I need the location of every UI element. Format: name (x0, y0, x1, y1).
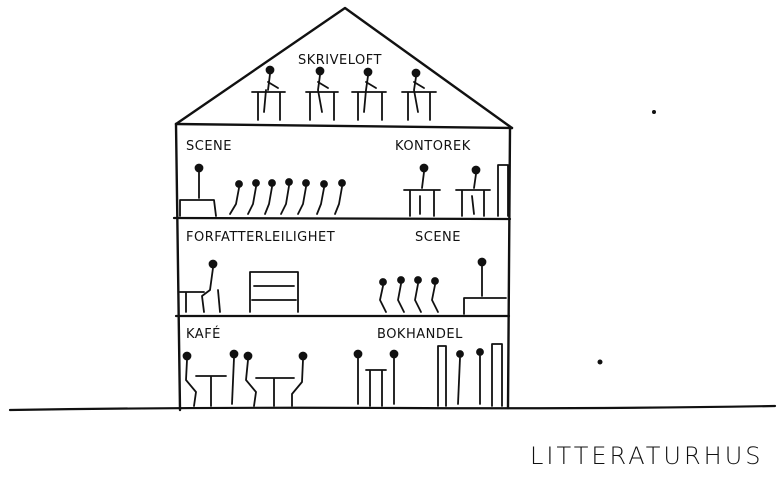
office-desk-figures (404, 165, 508, 217)
office-label: KONTOREK (395, 139, 471, 154)
writing-desk-figures (252, 67, 436, 121)
bookshop-label: BOKHANDEL (377, 327, 463, 342)
stage-label-middle: SCENE (415, 230, 461, 245)
ground-line (10, 406, 775, 410)
cafe-label: KAFÉ (186, 326, 221, 342)
stage-audience-figures-middle (380, 259, 506, 315)
ink-dot (598, 360, 603, 365)
ink-dot (652, 110, 656, 114)
bookshop-figures (355, 344, 503, 406)
second-floor: FORFATTERLEILIGHET SCENE (180, 230, 506, 314)
attic-label: SKRIVELOFT (298, 53, 382, 68)
third-floor: SCENE KONTOREK (180, 139, 508, 216)
apartment-label: FORFATTERLEILIGHET (186, 230, 335, 245)
ground-floor: KAFÉ BOKHANDEL (184, 326, 503, 406)
drawing-caption: LITTERATURHUS (530, 442, 764, 470)
stage-audience-figures (180, 165, 345, 217)
attic-floor: SKRIVELOFT (252, 53, 436, 120)
apartment-furniture (180, 261, 298, 313)
cafe-figures (184, 351, 307, 407)
stage-label-top: SCENE (186, 139, 232, 154)
